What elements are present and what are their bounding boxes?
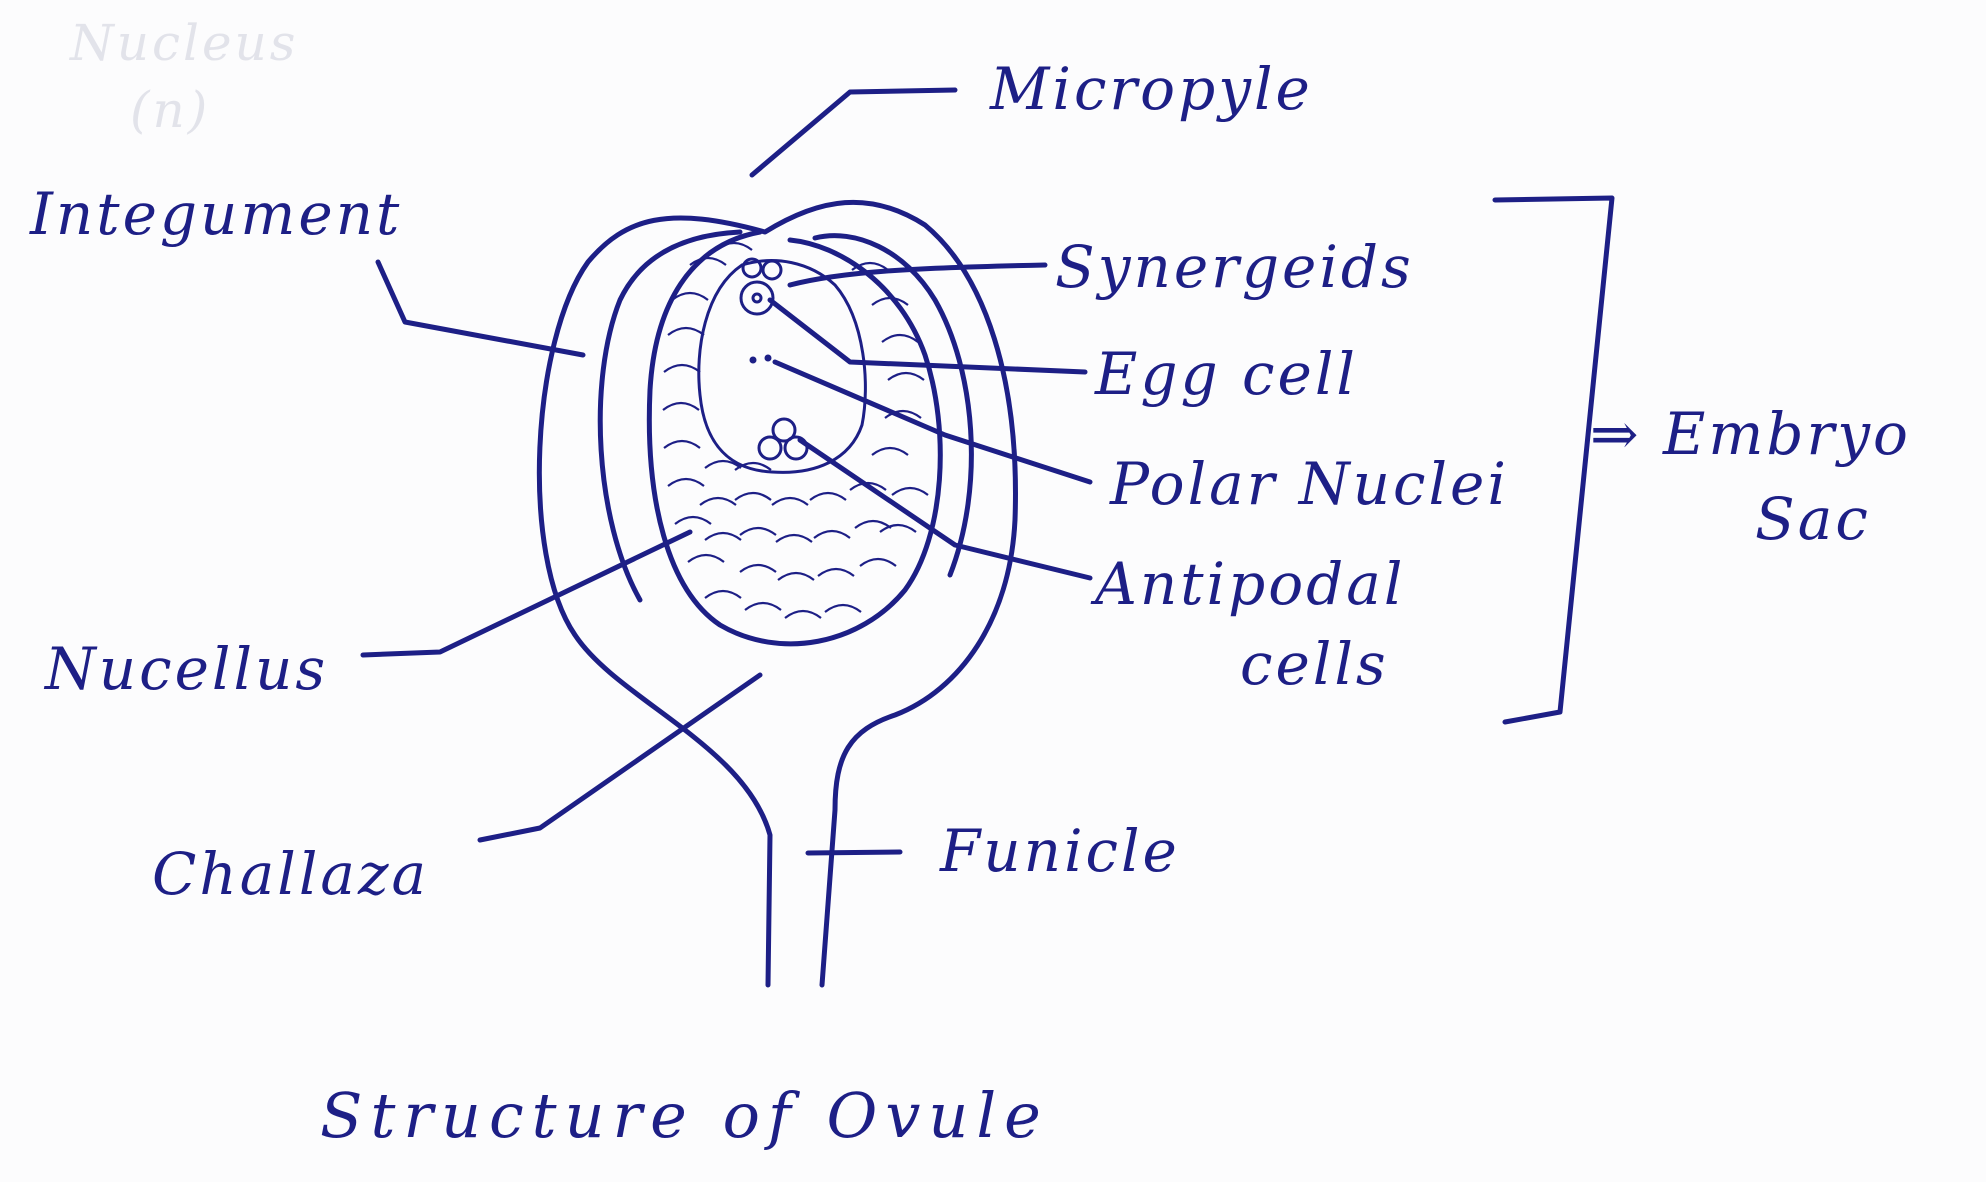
- label-funicle: Funicle: [940, 817, 1180, 885]
- label-egg-cell: Egg cell: [1095, 340, 1358, 408]
- label-nucellus: Nucellus: [45, 635, 329, 703]
- nucellus-cells: [662, 241, 929, 619]
- nucellus-outline: [646, 229, 943, 647]
- leader-synergeids: [787, 262, 1048, 288]
- inner-integument-left: [597, 229, 743, 603]
- label-sac: Sac: [1755, 485, 1871, 553]
- label-challaza: Challaza: [152, 840, 430, 908]
- label-polar-nuclei: Polar Nuclei: [1110, 450, 1509, 518]
- label-embryo: ⇒ Embryo: [1590, 400, 1911, 468]
- embryo-sac: [697, 259, 867, 474]
- leader-egg-cell: [767, 297, 1088, 375]
- antipodal-cell: [757, 435, 783, 461]
- leader-polar-nuclei: [772, 359, 1093, 485]
- label-micropyle: Micropyle: [990, 55, 1313, 123]
- faint-n-text: (n): [130, 81, 211, 139]
- leader-integument: [375, 259, 586, 358]
- outer-integument: [536, 199, 1018, 988]
- leader-funicle: [805, 849, 903, 856]
- label-antipodal-cells: cells: [1240, 630, 1389, 698]
- polar-nucleus: [764, 354, 772, 362]
- label-synergeids: Synergeids: [1055, 233, 1414, 301]
- antipodal-cell: [783, 435, 809, 461]
- inner-integument-right: [812, 233, 974, 578]
- synergid-cell: [741, 257, 763, 279]
- egg-nucleus: [751, 292, 763, 304]
- antipodal-cell: [771, 417, 797, 443]
- leader-antipodal: [797, 437, 1093, 581]
- faint-nucleus-text: Nucleus: [70, 14, 299, 72]
- leader-nucellus: [360, 529, 693, 658]
- synergid-cell: [761, 259, 783, 281]
- egg-cell: [739, 280, 775, 316]
- embryo-sac-bracket: [1492, 195, 1615, 725]
- leader-challaza: [477, 672, 763, 843]
- leader-micropyle: [749, 87, 958, 178]
- label-antipodal: Antipodal: [1095, 550, 1406, 618]
- polar-nucleus: [749, 356, 757, 364]
- label-integument: Integument: [30, 180, 403, 248]
- diagram-title: Structure of Ovule: [320, 1079, 1049, 1152]
